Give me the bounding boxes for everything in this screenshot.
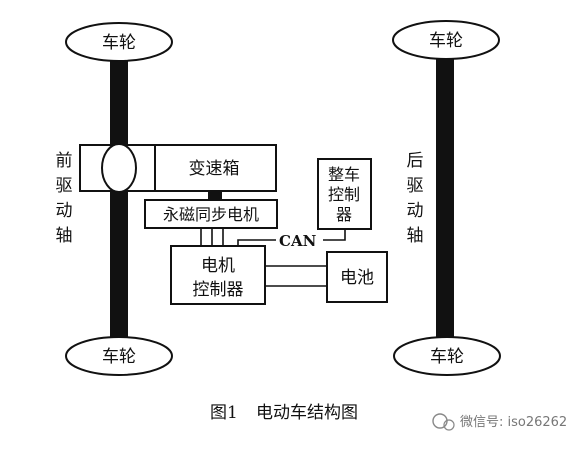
wheel-rear-top-label: 车轮 <box>429 31 463 51</box>
pm-synchronous-motor: 永磁同步电机 <box>144 199 278 229</box>
can-bus-label: CAN <box>279 232 317 250</box>
vehicle-controller-label-3: 器 <box>336 205 352 224</box>
figure-number: 图1 <box>210 403 238 423</box>
battery-power-wires <box>265 265 327 287</box>
vehicle-controller-label-2: 控制 <box>328 185 360 204</box>
wheel-front-top-label: 车轮 <box>102 33 136 53</box>
rear-axle-shaft <box>436 50 454 350</box>
wheel-rear-bottom-label: 车轮 <box>430 347 464 367</box>
gearbox-label: 变速箱 <box>189 159 240 179</box>
rear-axle-label-text: 后驱动轴 <box>407 151 424 246</box>
rear-axle-label: 后驱动轴 <box>407 151 424 246</box>
motor-controller-label-2: 控制器 <box>193 280 244 300</box>
motor-label: 永磁同步电机 <box>163 205 259 224</box>
can-bus: CAN <box>237 229 346 250</box>
battery-label: 电池 <box>340 268 374 288</box>
front-axle-label: 前驱动轴 <box>56 151 73 246</box>
wheel-front-bottom-label: 车轮 <box>102 347 136 367</box>
front-axle-shaft <box>110 50 128 350</box>
wheel-front-top: 车轮 <box>65 22 173 62</box>
motor-controller: 电机 控制器 <box>170 245 266 305</box>
watermark-text: 微信号: iso26262 <box>460 415 567 430</box>
watermark: 微信号: iso26262 <box>432 413 567 431</box>
gearbox-motor-coupling <box>208 191 222 200</box>
motor-controller-label-1: 电机 <box>201 256 235 276</box>
differential-icon <box>101 143 137 193</box>
three-phase-wires <box>200 228 224 246</box>
wheel-rear-top: 车轮 <box>392 20 500 60</box>
battery: 电池 <box>326 251 388 303</box>
wechat-icon <box>432 413 448 429</box>
wheel-rear-bottom: 车轮 <box>393 336 501 376</box>
vehicle-controller-label-1: 整车 <box>328 165 360 184</box>
figure-title: 电动车结构图 <box>256 403 358 423</box>
gearbox: 变速箱 <box>79 143 277 193</box>
vehicle-controller: 整车 控制 器 <box>317 158 372 230</box>
front-axle-label-text: 前驱动轴 <box>56 151 73 246</box>
wheel-front-bottom: 车轮 <box>65 336 173 376</box>
